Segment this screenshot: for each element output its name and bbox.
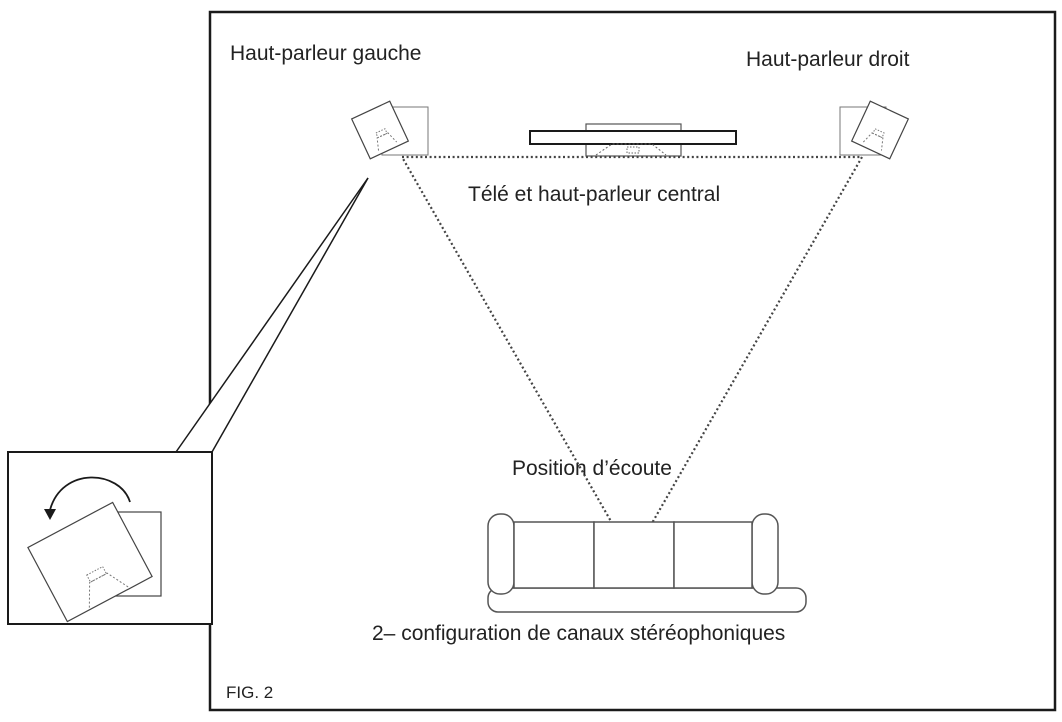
tv-and-center-speaker [529, 123, 737, 157]
left-speaker-body [350, 100, 410, 160]
curved-arrow-icon [49, 476, 131, 511]
room-outline [208, 10, 1057, 712]
center-speaker-cone [595, 143, 667, 156]
tv-bar [529, 130, 737, 145]
figure-number: FIG. 2 [226, 683, 274, 702]
center-speaker-mark [626, 146, 640, 154]
right-speaker [839, 100, 910, 160]
sofa-cushion-middle [593, 521, 675, 589]
sofa-cushion-right [673, 521, 753, 589]
diagram-caption: 2– configuration de canaux stéréophoniqu… [372, 622, 786, 645]
inset-speaker-body [27, 501, 153, 623]
sofa-arm-left [487, 513, 515, 595]
right-speaker-label: Haut-parleur droit [746, 48, 910, 71]
tv-center-label: Télé et haut-parleur central [468, 183, 721, 206]
listening-position-label: Position d’écoute [512, 457, 672, 480]
right-speaker-body [850, 100, 910, 160]
left-speaker-label: Haut-parleur gauche [230, 42, 422, 65]
zoom-callout-wedge [175, 177, 369, 453]
left-speaker [350, 100, 429, 160]
sofa-arm-right [751, 513, 779, 595]
curved-arrow-head [44, 509, 56, 520]
sofa [487, 513, 807, 613]
inset-rotation-detail [7, 451, 213, 625]
listening-triangle [400, 155, 864, 561]
sofa-cushion-left [513, 521, 595, 589]
